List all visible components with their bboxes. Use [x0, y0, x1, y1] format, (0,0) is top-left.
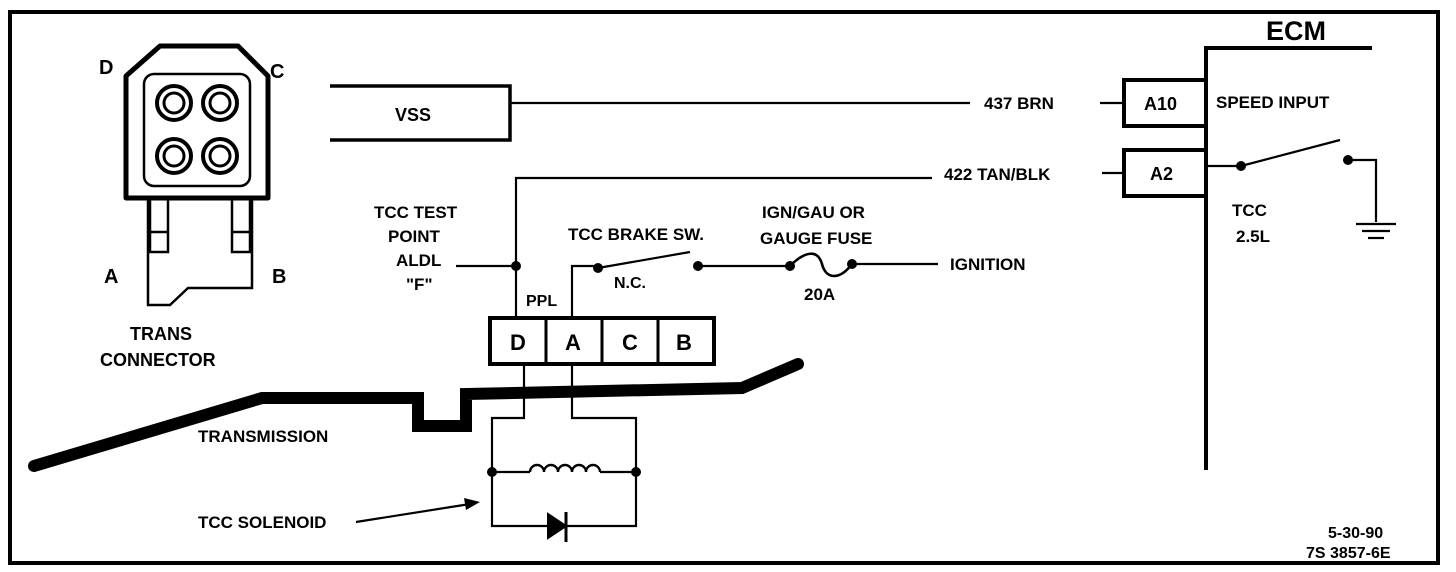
ecm-pin-a2: A2: [1150, 164, 1173, 184]
trans-connector-label-line1: TRANS: [130, 324, 192, 344]
ecm-boundary: [1204, 46, 1372, 470]
ecm-speed-input: SPEED INPUT: [1216, 93, 1330, 112]
diode-circuit: [490, 472, 638, 528]
ecm-tcc-label: TCC: [1232, 201, 1267, 220]
test-point-junction: [511, 261, 521, 271]
solenoid-label: TCC SOLENOID: [198, 513, 326, 532]
connector-pin-b: [201, 137, 239, 175]
solenoid-lead-d: [490, 364, 526, 472]
wire-ppl-label: PPL: [526, 293, 557, 310]
ecm-tcc-switch-blade: [1240, 138, 1341, 168]
solenoid-arrow-icon: [464, 498, 480, 510]
fuse-label-line2: GAUGE FUSE: [760, 229, 872, 248]
footer-date: 5-30-90: [1328, 525, 1383, 542]
connector-corner-d: D: [99, 57, 113, 79]
connector-pin-label-a: A: [565, 330, 581, 355]
tcc-connector-block: D A C B: [488, 316, 716, 366]
transmission-label: TRANSMISSION: [198, 427, 328, 446]
ecm-module: ECM A10 A2 SPEED INPUT TCC 2.5L: [1122, 16, 1396, 470]
ignition-label: IGNITION: [950, 255, 1026, 274]
connector-tab-right: [230, 200, 252, 254]
connector-pin-face: [142, 72, 252, 188]
test-point-line3: ALDL: [396, 251, 441, 270]
connector-corner-a: A: [104, 266, 118, 288]
wire-437-brn-label: 437 BRN: [984, 94, 1054, 113]
connector-corner-c: C: [270, 61, 284, 83]
connector-corner-b: B: [272, 266, 286, 288]
ecm-ground-wire: [1348, 158, 1378, 222]
vss-label: VSS: [395, 105, 431, 125]
brake-switch-blade: [597, 250, 691, 270]
brake-switch-state: N.C.: [614, 275, 646, 292]
diagram-frame: [8, 10, 1440, 565]
connector-stem: [146, 198, 254, 307]
fuse-icon: [789, 252, 854, 278]
test-point-line2: POINT: [388, 227, 441, 246]
fuse-rating: 20A: [804, 285, 835, 304]
trans-connector: D C A B TRANS CONNECTOR: [99, 43, 286, 370]
connector-pin-label-b: B: [676, 330, 692, 355]
fuse-label-line1: IGN/GAU OR: [762, 203, 865, 222]
trans-connector-label-line2: CONNECTOR: [100, 350, 216, 370]
wire-422-tan-blk-label: 422 TAN/BLK: [944, 165, 1051, 184]
solenoid-pointer: [355, 502, 471, 524]
ecm-tcc-engine: 2.5L: [1236, 227, 1270, 246]
test-point-line4: "F": [406, 275, 433, 294]
footer-code: 7S 3857-6E: [1306, 545, 1391, 562]
connector-tab-left: [148, 200, 170, 254]
ground-icon: [1356, 222, 1396, 240]
solenoid-lead-a: [570, 364, 638, 472]
vss-sensor: VSS: [330, 84, 512, 142]
ecm-title: ECM: [1266, 16, 1326, 46]
diode-icon: [547, 512, 568, 542]
solenoid-coil-icon: [528, 463, 602, 473]
connector-housing: [123, 43, 271, 201]
test-point-line1: TCC TEST: [374, 203, 458, 222]
ecm-pin-a10: A10: [1144, 94, 1177, 114]
connector-pin-label-c: C: [622, 330, 638, 355]
transmission-case: [28, 358, 804, 472]
connector-pin-d: [155, 84, 193, 122]
connector-pin-label-d: D: [510, 330, 526, 355]
ecm-pin-a10-box: [1122, 78, 1208, 128]
wire-422-tan-blk: [514, 176, 932, 318]
brake-switch-label: TCC BRAKE SW.: [568, 225, 704, 244]
brake-switch-wire: [570, 264, 596, 318]
connector-pin-c: [201, 84, 239, 122]
connector-pin-a: [155, 137, 193, 175]
